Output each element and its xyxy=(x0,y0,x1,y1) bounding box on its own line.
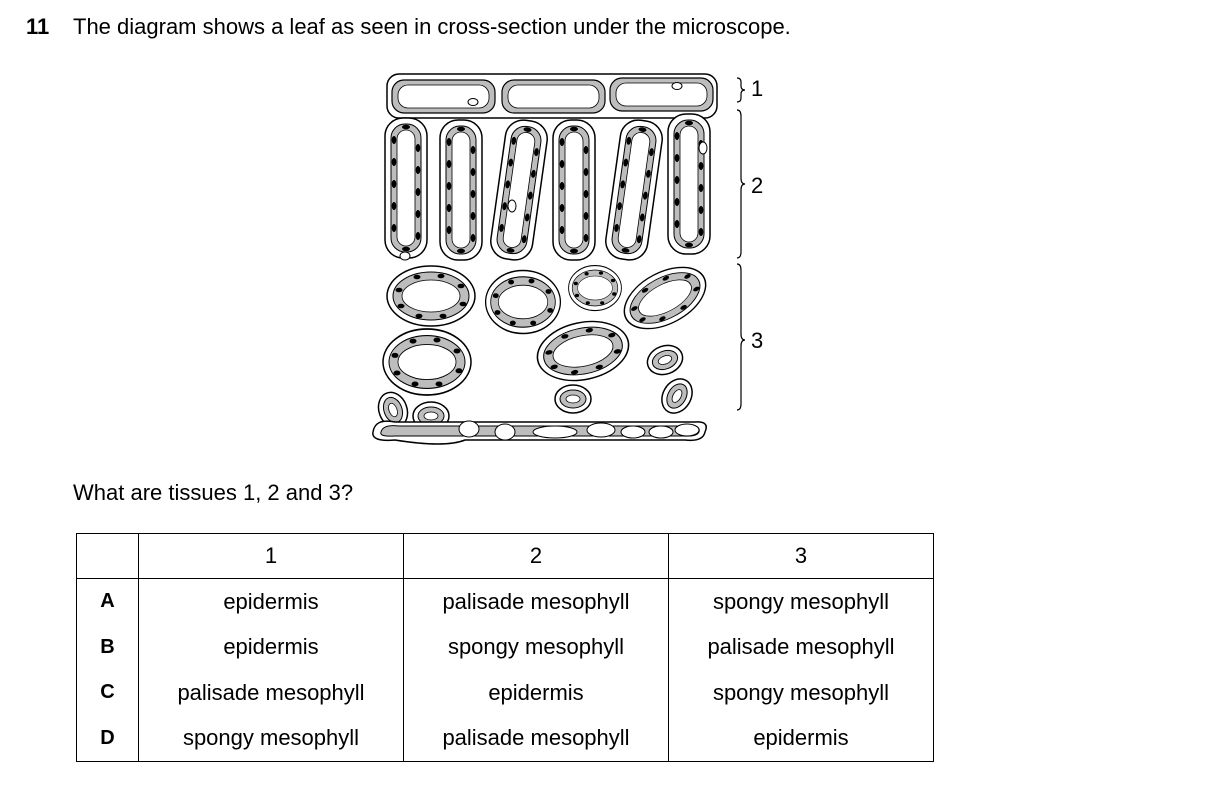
option-cell: spongy mesophyll xyxy=(668,670,934,716)
label-1: 1 xyxy=(751,76,763,101)
header-cell-3: 3 xyxy=(668,533,934,579)
spongy-layer xyxy=(372,254,717,433)
option-cell: palisade mesophyll xyxy=(403,715,669,762)
option-cell: epidermis xyxy=(668,715,934,762)
palisade-layer xyxy=(384,113,711,263)
option-row-b[interactable]: B epidermis spongy mesophyll palisade me… xyxy=(76,624,934,670)
option-cell: spongy mesophyll xyxy=(668,578,934,625)
leaf-cross-section-diagram: 1 2 3 xyxy=(372,73,763,445)
header-cell-blank xyxy=(76,533,139,579)
option-cell: epidermis xyxy=(403,670,669,716)
brace-3 xyxy=(736,263,746,411)
option-row-c[interactable]: C palisade mesophyll epidermis spongy me… xyxy=(76,670,934,716)
label-2: 2 xyxy=(751,173,763,198)
option-letter: C xyxy=(76,670,139,716)
question-text: The diagram shows a leaf as seen in cros… xyxy=(73,14,791,39)
upper-epidermis xyxy=(386,73,718,119)
option-cell: spongy mesophyll xyxy=(403,624,669,670)
answer-table: 1 2 3 A epidermis palisade mesophyll spo… xyxy=(76,533,934,762)
lower-epidermis xyxy=(372,420,707,445)
option-cell: epidermis xyxy=(138,578,404,625)
header-cell-2: 2 xyxy=(403,533,669,579)
question-prompt: What are tissues 1, 2 and 3? xyxy=(73,480,354,505)
header-cell-1: 1 xyxy=(138,533,404,579)
option-cell: spongy mesophyll xyxy=(138,715,404,762)
brace-2 xyxy=(736,109,746,259)
option-cell: palisade mesophyll xyxy=(138,670,404,716)
table-header-row: 1 2 3 xyxy=(76,533,934,579)
option-letter: B xyxy=(76,624,139,670)
option-row-a[interactable]: A epidermis palisade mesophyll spongy me… xyxy=(76,578,934,625)
option-cell: palisade mesophyll xyxy=(403,578,669,625)
option-cell: palisade mesophyll xyxy=(668,624,934,670)
option-cell: epidermis xyxy=(138,624,404,670)
question-number: 11 xyxy=(26,14,50,39)
option-row-d[interactable]: D spongy mesophyll palisade mesophyll ep… xyxy=(76,715,934,762)
option-letter: A xyxy=(76,578,139,625)
option-letter: D xyxy=(76,715,139,762)
brace-1 xyxy=(736,77,746,103)
label-3: 3 xyxy=(751,328,763,353)
